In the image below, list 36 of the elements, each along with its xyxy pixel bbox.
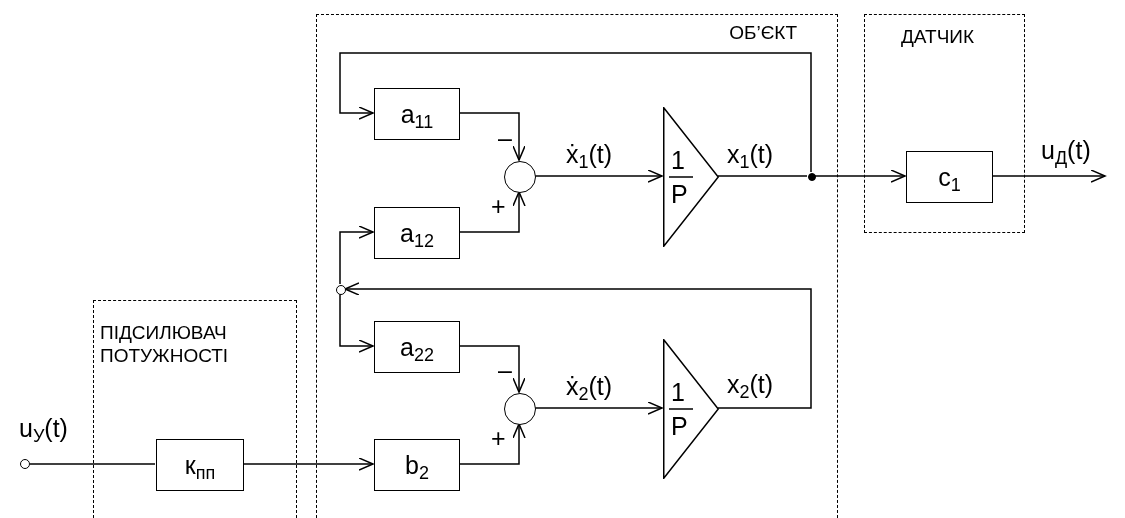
transfer-block: b$_{2}$ (374, 439, 460, 491)
summing-junction (504, 161, 536, 193)
signal-line (29, 463, 156, 465)
signal-arrow (458, 112, 526, 161)
dashed-group-frame (93, 300, 297, 518)
signal-arrow (242, 457, 374, 471)
group-title: ДАТЧИК (901, 25, 975, 48)
fraction-denominator: P (671, 181, 688, 207)
group-title: ОБ’ЄКТ (729, 21, 797, 44)
fraction-numerator: 1 (671, 379, 685, 405)
fraction-denominator: P (671, 413, 688, 439)
signal-arrow (991, 169, 1106, 183)
summing-junction (504, 393, 536, 425)
signal-arrow (458, 423, 526, 465)
transfer-block: c$_{1}$ (906, 151, 993, 203)
signal-arrow (814, 169, 906, 183)
dashed-group-frame (864, 14, 1025, 233)
transfer-block: a$_{11}$ (374, 88, 460, 140)
signal-line (717, 175, 808, 177)
signal-arrow (458, 345, 526, 393)
signal-arrow (534, 401, 663, 415)
fraction-numerator: 1 (671, 147, 685, 173)
signal-arrow (534, 169, 663, 183)
junction-circle (336, 285, 346, 295)
signal-arrow (339, 52, 812, 173)
transfer-block: a$_{22}$ (374, 321, 460, 373)
transfer-block: к$_{пп}$ (156, 439, 244, 491)
signal-arrow (344, 282, 812, 409)
junction-dot (808, 173, 816, 181)
signal-arrow (339, 293, 374, 353)
group-title: ПІДСИЛЮВАЧ ПОТУЖНОСТІ (100, 321, 230, 367)
transfer-block: a$_{12}$ (374, 207, 460, 259)
junction-circle (20, 459, 30, 469)
signal-arrow (339, 225, 374, 285)
signal-label: u$_{У}$(t) (18, 414, 69, 442)
signal-arrow (458, 191, 526, 233)
